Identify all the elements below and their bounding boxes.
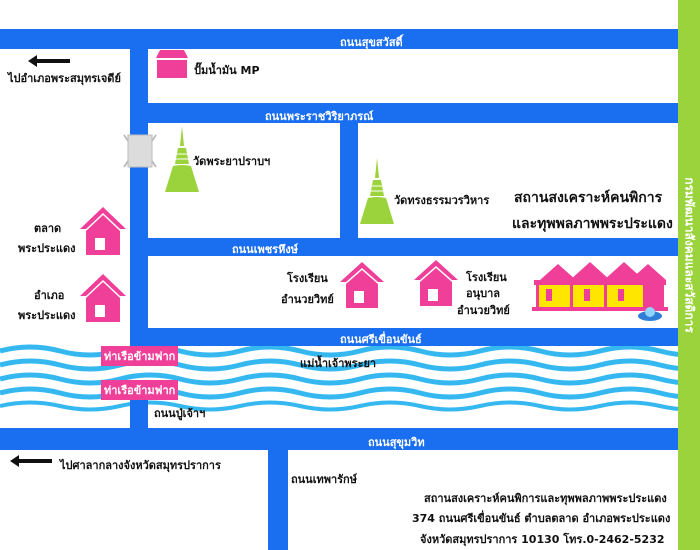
- road-label-thepharak: ถนนเทพารักษ์: [291, 473, 357, 486]
- road-phetcharahueng: [130, 238, 678, 256]
- wat-phaya-prap-label: วัดพระยาปราบฯ: [193, 155, 271, 168]
- wat-song-tham-label: วัดทรงธรรมวรวิหาร: [394, 194, 490, 207]
- address-line1: สถานสงเคราะห์คนพิการและทุพพลภาพพระประแดง: [424, 492, 667, 505]
- direction-phra-samut-chedi: ไปอำเภอพระสมุทรเจดีย์: [8, 72, 121, 85]
- arrow-left-icon: [10, 455, 52, 467]
- temple-icon: [165, 126, 199, 192]
- temple-icon: [360, 158, 394, 224]
- road-thepharak: [268, 428, 288, 550]
- school2-label-line2: อนุบาล: [466, 287, 501, 300]
- gas-station-icon: [156, 50, 188, 78]
- road-label-phetcharahueng: ถนนเพชรหึงษ์: [232, 243, 298, 256]
- bridge-icon: [123, 134, 157, 168]
- house-icon: [80, 274, 126, 322]
- road-label-si-khuean-khan: ถนนศรีเขื่อนขันธ์: [340, 333, 422, 346]
- road-si-khuean-khan: [130, 328, 678, 346]
- district-label-line2: พระประแดง: [18, 309, 76, 322]
- road-vertical-left: [130, 29, 148, 346]
- road-label-phra-ratchaviriya: ถนนพระราชวิริยาภรณ์: [265, 110, 374, 123]
- school2-label-line1: โรงเรียน: [466, 271, 507, 284]
- river: [0, 343, 700, 413]
- address-line2: 374 ถนนศรีเขื่อนขันธ์ ตำบลตลาด อำเภอพระป…: [412, 512, 671, 525]
- road-label-sukhumvit: ถนนสุขุมวิท: [368, 436, 425, 449]
- road-label-sukhumvit-sawat: ถนนสุขสวัสดิ์: [340, 36, 403, 49]
- road-sukhumvit: [0, 428, 678, 450]
- ferry-pier-label: ท่าเรือข้ามฟาก: [101, 380, 179, 400]
- district-label-line1: อำเภอ: [34, 289, 65, 302]
- house-icon: [340, 262, 384, 308]
- road-vertical-middle: [340, 103, 358, 256]
- gas-station-label: ปั๊มน้ำมัน MP: [194, 64, 260, 77]
- road-pu-chao: [130, 390, 148, 450]
- welfare-building-icon: [532, 262, 668, 321]
- school1-label-line2: อำนวยวิทย์: [281, 293, 334, 306]
- market-label-line1: ตลาด: [34, 222, 62, 235]
- river-label: แม่น้ำเจ้าพระยา: [300, 357, 377, 370]
- direction-provincial-hall: ไปศาลากลางจังหวัดสมุทรปราการ: [60, 459, 221, 472]
- ferry-pier-label: ท่าเรือข้ามฟาก: [101, 346, 179, 366]
- arrow-left-icon: [28, 55, 70, 67]
- market-label-line2: พระประแดง: [18, 242, 76, 255]
- house-icon: [414, 260, 458, 306]
- welfare-title-line1: สถานสงเคราะห์คนพิการ: [514, 190, 663, 206]
- road-sukhumvit-sawat: [0, 29, 678, 49]
- house-icon: [80, 207, 126, 255]
- side-banner-label: กรมพัฒนาสังคมและสวัสดิการ: [682, 177, 697, 333]
- road-label-pu-chao: ถนนปู่เจ้าฯ: [154, 407, 206, 420]
- school2-label-line3: อำนวยวิทย์: [457, 304, 510, 317]
- welfare-title-line2: และทุพพลภาพพระประแดง: [512, 216, 673, 232]
- road-phra-ratchaviriya: [130, 103, 678, 123]
- address-line3: จังหวัดสมุทรปราการ 10130 โทร.0-2462-5232: [420, 533, 665, 546]
- school1-label-line1: โรงเรียน: [287, 272, 328, 285]
- side-banner: [678, 0, 700, 550]
